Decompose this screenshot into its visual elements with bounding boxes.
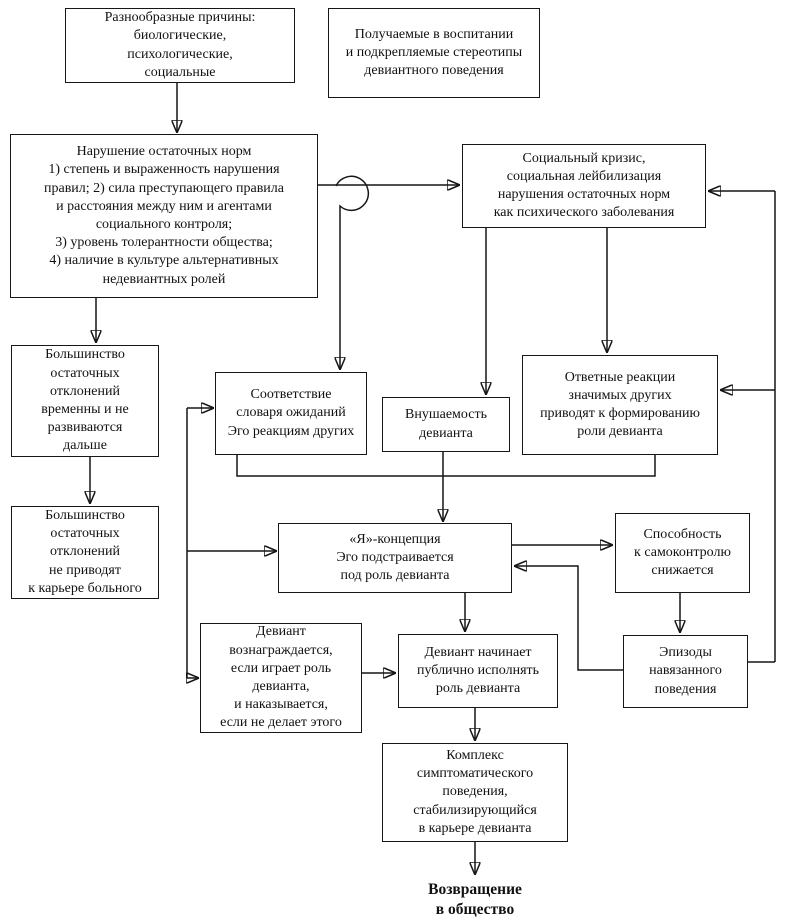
node-majority-no-career-label: Большинство остаточных отклонений не при… [28, 508, 142, 596]
node-correspondence: Соответствие словаря ожиданий Эго реакци… [215, 372, 367, 455]
node-self-concept: «Я»-концепция Эго подстраивается под рол… [278, 523, 512, 593]
node-suggestibility: Внушаемость девианта [382, 397, 510, 452]
node-majority-temporary: Большинство остаточных отклонений времен… [11, 345, 159, 457]
node-stereotypes-label: Получаемые в воспитании и подкрепляемые … [345, 26, 523, 79]
node-reactions-of-others-label: Ответные реакции значимых других приводя… [540, 369, 700, 440]
node-norm-violation: Нарушение остаточных норм 1) степень и в… [10, 134, 318, 298]
node-symptom-complex: Комплекс симптоматического поведения, ст… [382, 743, 568, 842]
node-self-concept-label: «Я»-концепция Эго подстраивается под рол… [336, 531, 454, 584]
node-deviant-rewarded-label: Девиант вознаграждается, если играет рол… [220, 624, 342, 731]
node-social-crisis-label: Социальный кризис, социальная лейбилизац… [493, 150, 675, 221]
node-norm-violation-label: Нарушение остаточных норм 1) степень и в… [43, 144, 285, 287]
node-self-control: Способность к самоконтролю снижается [615, 513, 750, 593]
node-diverse-causes-label: Разнообразные причины: биологические, пс… [104, 10, 256, 80]
node-self-control-label: Способность к самоконтролю снижается [634, 526, 731, 579]
node-imposed-episodes: Эпизоды навязанного поведения [623, 635, 748, 708]
node-reactions-of-others: Ответные реакции значимых других приводя… [522, 355, 718, 455]
node-public-role: Девиант начинает публично исполнять роль… [398, 634, 558, 708]
node-majority-no-career: Большинство остаточных отклонений не при… [11, 506, 159, 599]
node-social-crisis: Социальный кризис, социальная лейбилизац… [462, 144, 706, 228]
node-correspondence-label: Соответствие словаря ожиданий Эго реакци… [227, 387, 355, 439]
bus-to-self-concept [236, 455, 656, 477]
node-public-role-label: Девиант начинает публично исполнять роль… [416, 644, 540, 697]
node-majority-temporary-label: Большинство остаточных отклонений времен… [41, 347, 129, 454]
label-return-to-society: Возвращение в общество [428, 881, 522, 919]
arrow-episodes-to-self-concept [515, 566, 623, 671]
node-deviant-rewarded: Девиант вознаграждается, если играет рол… [200, 623, 362, 733]
node-imposed-episodes-label: Эпизоды навязанного поведения [649, 645, 722, 697]
arrow-loop-to-correspondence [336, 175, 370, 369]
node-suggestibility-label: Внушаемость девианта [405, 407, 487, 441]
node-diverse-causes: Разнообразные причины: биологические, пс… [65, 8, 295, 83]
node-symptom-complex-label: Комплекс симптоматического поведения, ст… [413, 748, 537, 836]
node-stereotypes: Получаемые в воспитании и подкрепляемые … [328, 8, 540, 98]
